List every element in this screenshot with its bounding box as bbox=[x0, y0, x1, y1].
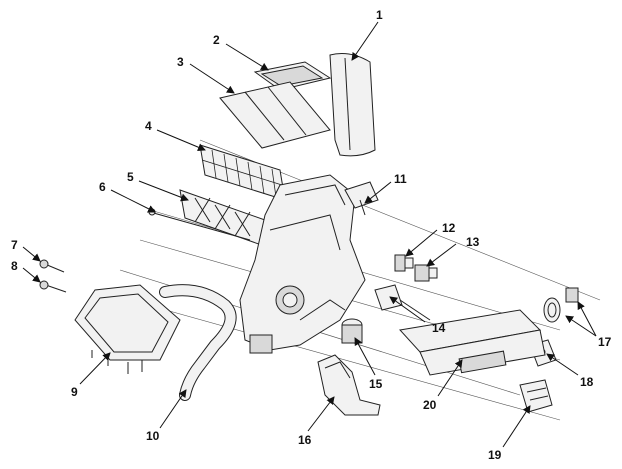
leader-8 bbox=[22, 267, 41, 283]
leader-lines bbox=[22, 21, 597, 448]
leader-3 bbox=[189, 63, 235, 94]
leader-11 bbox=[364, 181, 392, 204]
leader-12 bbox=[405, 229, 438, 257]
part-7-screw bbox=[39, 259, 65, 273]
part-9-lower-case bbox=[74, 284, 181, 374]
part-4-evaporator-core bbox=[199, 144, 286, 201]
part-8-screw bbox=[39, 280, 67, 293]
part-10-hose bbox=[159, 284, 237, 401]
part-5-heater-core bbox=[179, 189, 271, 249]
callout-16: 16 bbox=[298, 433, 312, 447]
callout-9: 9 bbox=[71, 385, 78, 399]
leader-20 bbox=[437, 359, 463, 397]
part-13-connector bbox=[414, 264, 438, 282]
leader-15 bbox=[354, 337, 376, 376]
callout-7: 7 bbox=[11, 238, 18, 252]
part-15-motor bbox=[341, 318, 363, 344]
part-2-filter-small bbox=[253, 61, 332, 91]
leader-13 bbox=[426, 243, 457, 267]
part-19-bracket bbox=[519, 379, 553, 413]
callout-11: 11 bbox=[394, 172, 407, 186]
part-1-duct-cover bbox=[329, 53, 376, 157]
leader-7 bbox=[22, 246, 41, 262]
callout-6: 6 bbox=[99, 180, 106, 194]
callout-3: 3 bbox=[177, 55, 184, 69]
callout-4: 4 bbox=[145, 119, 152, 133]
callout-19: 19 bbox=[488, 448, 502, 462]
leader-10 bbox=[159, 389, 187, 429]
leader-9 bbox=[79, 352, 111, 385]
part-3-filter-large bbox=[219, 81, 331, 149]
callout-14: 14 bbox=[432, 321, 446, 335]
part-12-connector bbox=[394, 254, 414, 272]
leader-17b bbox=[577, 301, 597, 337]
leader-6 bbox=[110, 189, 156, 213]
callout-10: 10 bbox=[146, 429, 160, 443]
callout-12: 12 bbox=[442, 221, 456, 235]
callout-2: 2 bbox=[213, 33, 220, 47]
callout-13: 13 bbox=[466, 235, 480, 249]
callout-18: 18 bbox=[580, 375, 594, 389]
leader-16 bbox=[307, 396, 335, 432]
leader-17a bbox=[565, 315, 597, 337]
callout-1: 1 bbox=[376, 8, 383, 22]
callout-20: 20 bbox=[423, 398, 437, 412]
callout-8: 8 bbox=[11, 259, 18, 273]
callout-labels: 1 2 3 4 5 6 7 8 9 10 11 12 13 14 15 16 1… bbox=[11, 8, 612, 462]
leader-2 bbox=[225, 43, 269, 71]
callout-5: 5 bbox=[127, 170, 134, 184]
leader-5 bbox=[138, 180, 189, 202]
leader-4 bbox=[156, 129, 206, 151]
leader-19 bbox=[502, 405, 531, 448]
callout-17: 17 bbox=[598, 335, 612, 349]
callout-15: 15 bbox=[369, 377, 383, 391]
leader-1 bbox=[351, 21, 379, 61]
part-17-fitting bbox=[543, 287, 579, 323]
leader-14 bbox=[389, 296, 426, 323]
leader-18 bbox=[546, 353, 579, 376]
